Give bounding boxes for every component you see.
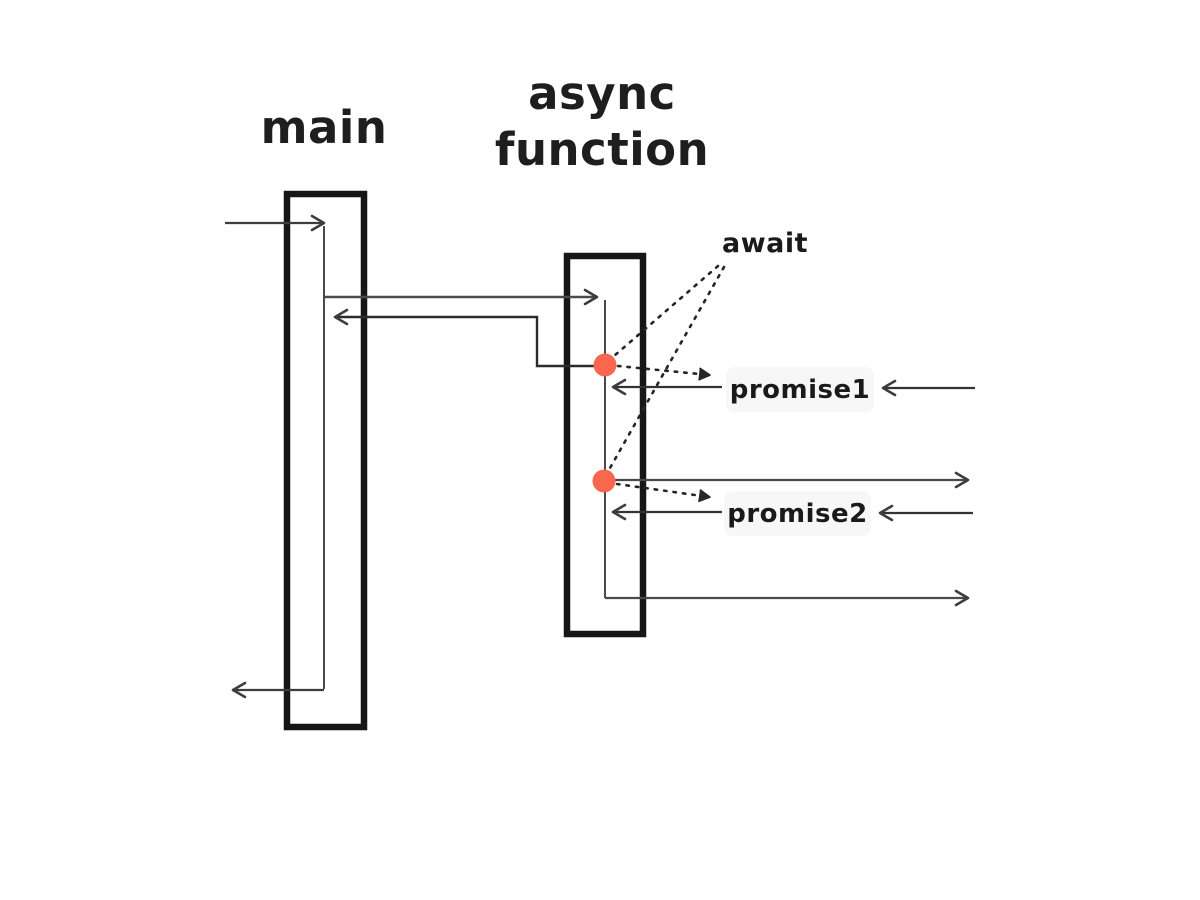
promise1-label: promise1 — [726, 367, 874, 412]
promise2-label: promise2 — [724, 491, 871, 536]
async-function-lane-title: async function — [494, 67, 710, 176]
main-lifeline-box — [283, 190, 368, 731]
return-to-main-arrow — [333, 308, 599, 368]
async-function-lifeline-box — [563, 252, 647, 638]
await-promise1-dotted-arrow — [616, 364, 711, 381]
promise1-label-text: promise1 — [729, 374, 871, 405]
await-pointer-line-1 — [612, 264, 720, 358]
main-lane-title: main — [260, 101, 388, 154]
await-point-1-dot — [593, 353, 617, 377]
await-pointer-line-2 — [608, 265, 726, 470]
promise2-label-text: promise2 — [727, 498, 868, 529]
await-annotation-label: await — [722, 228, 809, 259]
await-point-2-dot — [592, 469, 616, 493]
await-promise2-dotted-arrow — [615, 482, 711, 503]
